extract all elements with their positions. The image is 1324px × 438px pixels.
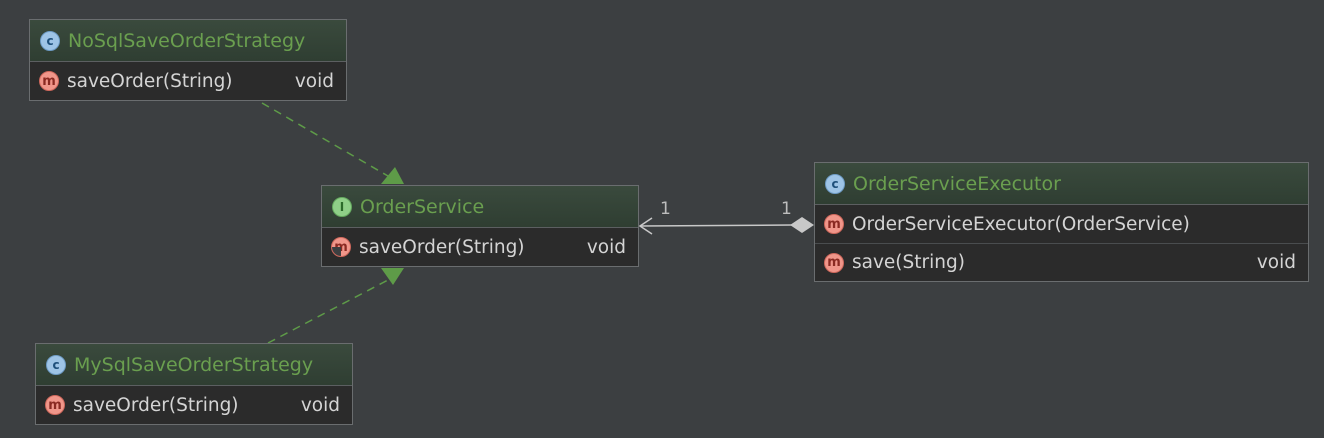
method-icon: m <box>824 252 844 273</box>
interface-name: OrderService <box>360 195 485 218</box>
interface-icon: I <box>332 196 352 217</box>
class-name: MySqlSaveOrderStrategy <box>74 353 314 376</box>
realization-arrowhead <box>381 268 404 285</box>
abstract-method-icon: m <box>331 237 351 257</box>
realization-arrowhead <box>381 167 404 184</box>
composition-diamond <box>790 217 814 233</box>
method-row[interactable]: m save(String) void <box>815 243 1308 281</box>
return-type: void <box>300 394 340 416</box>
method-icon: m <box>39 71 59 91</box>
method-signature: saveOrder(String) <box>359 236 525 258</box>
realization-edge-nosql[interactable] <box>261 102 404 184</box>
method-icon: m <box>824 214 844 234</box>
class-header: c OrderServiceExecutor <box>815 163 1308 205</box>
method-row[interactable]: m saveOrder(String) void <box>36 386 352 424</box>
return-type: void <box>1256 252 1296 273</box>
open-arrowhead <box>638 217 653 235</box>
class-header: c NoSqlSaveOrderStrategy <box>30 20 346 62</box>
class-icon: c <box>40 30 60 51</box>
class-icon: c <box>46 354 66 375</box>
method-signature: saveOrder(String) <box>73 394 239 416</box>
method-row[interactable]: m saveOrder(String) void <box>30 62 346 100</box>
method-signature: saveOrder(String) <box>67 70 233 92</box>
class-header: c MySqlSaveOrderStrategy <box>36 344 352 386</box>
interface-orderservice[interactable]: I OrderService m saveOrder(String) void <box>321 185 639 267</box>
class-icon: c <box>825 173 845 194</box>
class-name: NoSqlSaveOrderStrategy <box>68 29 306 52</box>
method-row[interactable]: m saveOrder(String) void <box>322 228 638 266</box>
multiplicity-source: 1 <box>660 199 671 219</box>
interface-header: I OrderService <box>322 186 638 228</box>
constructor-row[interactable]: m OrderServiceExecutor(OrderService) <box>815 205 1308 243</box>
class-name: OrderServiceExecutor <box>853 172 1061 195</box>
class-orderserviceexecutor[interactable]: c OrderServiceExecutor m OrderServiceExe… <box>814 162 1309 282</box>
method-icon: m <box>45 395 65 415</box>
realization-edge-mysql[interactable] <box>267 268 404 344</box>
multiplicity-target: 1 <box>781 199 792 219</box>
association-edge-executor-orderservice[interactable] <box>638 217 814 235</box>
method-signature: OrderServiceExecutor(OrderService) <box>852 213 1190 235</box>
class-nosqlsaveorderstrategy[interactable]: c NoSqlSaveOrderStrategy m saveOrder(Str… <box>29 19 347 101</box>
return-type: void <box>586 236 626 258</box>
return-type: void <box>294 70 334 92</box>
method-signature: save(String) <box>852 252 965 273</box>
class-mysqlsaveorderstrategy[interactable]: c MySqlSaveOrderStrategy m saveOrder(Str… <box>35 343 353 425</box>
